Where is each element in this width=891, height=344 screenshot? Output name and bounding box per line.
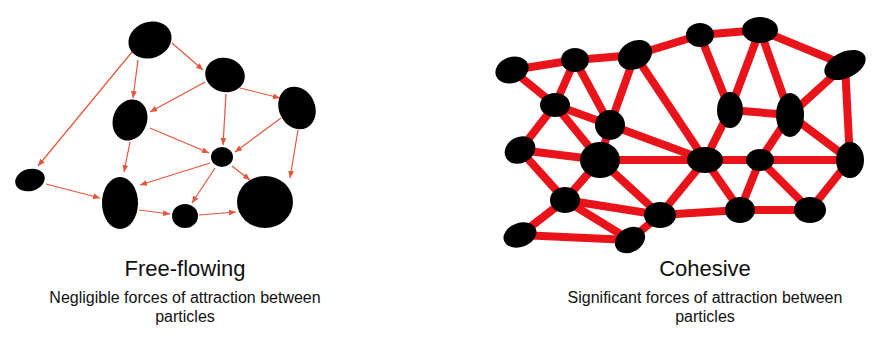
panel-description: Negligible forces of attraction between … [20, 288, 350, 326]
particles [492, 17, 871, 258]
panel-title: Free-flowing [124, 256, 245, 282]
panel-description: Significant forces of attraction between… [540, 288, 870, 326]
particles [13, 16, 323, 229]
strong-bonds [512, 30, 850, 240]
panel-title: Cohesive [659, 256, 751, 282]
